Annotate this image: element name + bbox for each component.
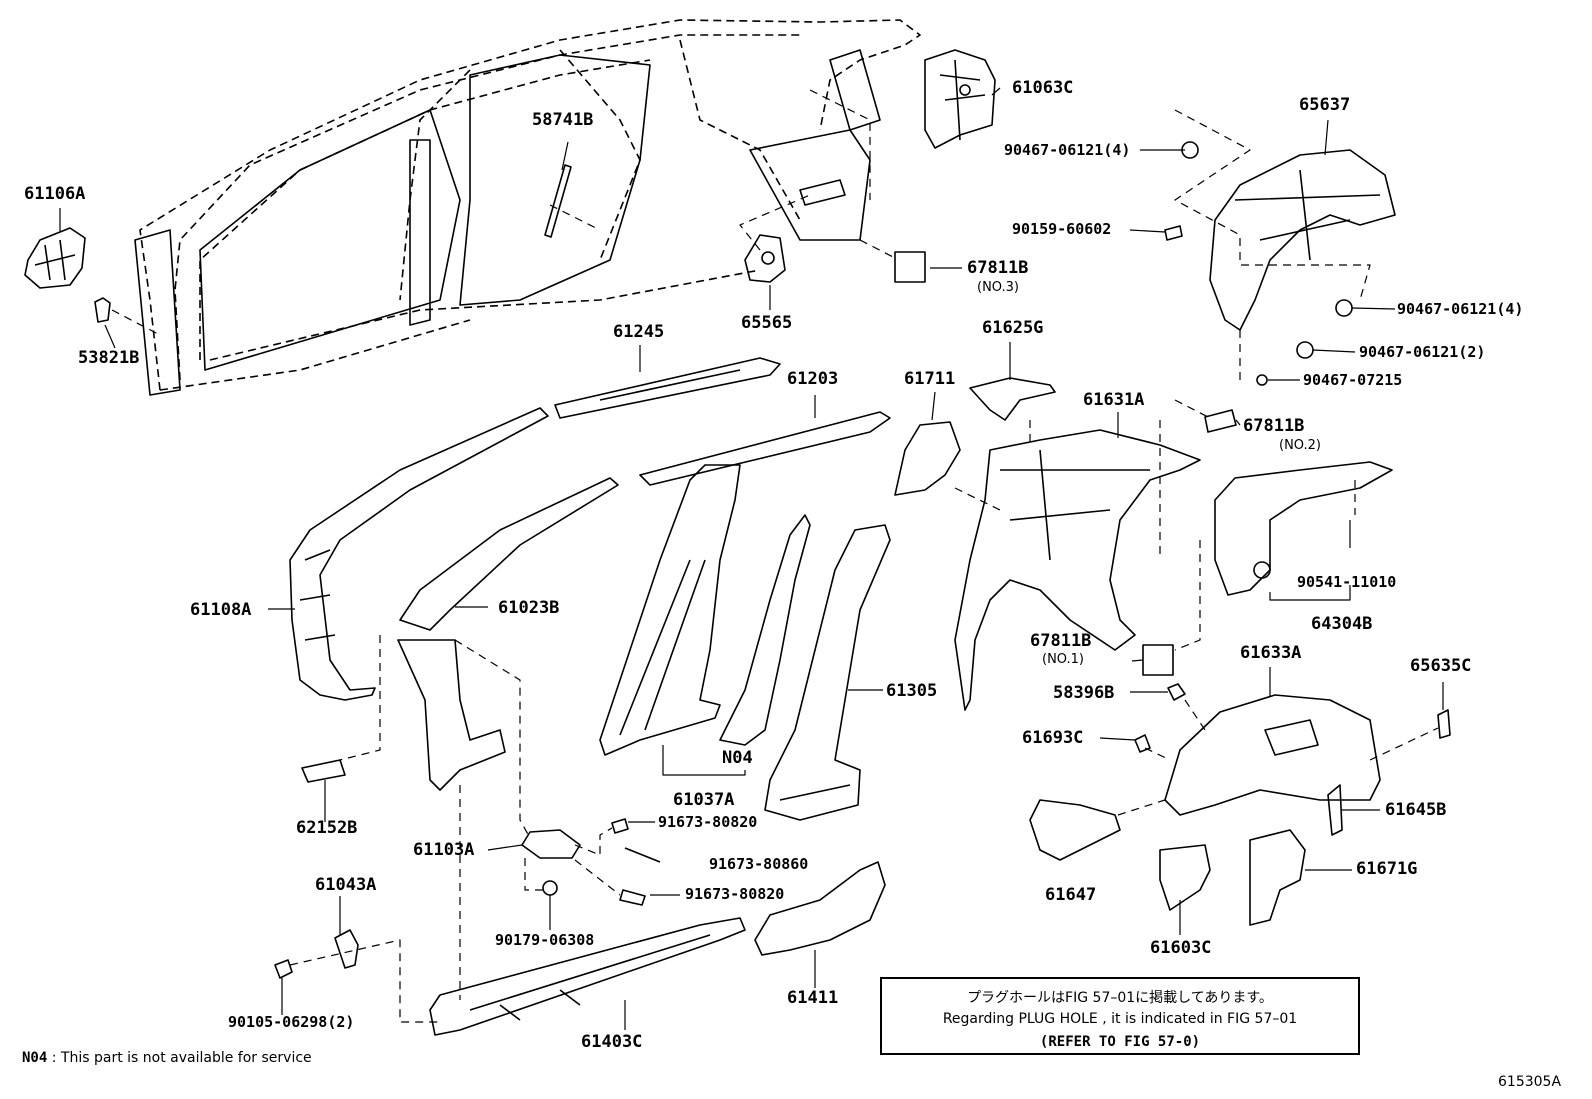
bracket-61043A (274, 929, 359, 979)
label-58741B: 58741B (532, 110, 594, 130)
panel-61603C (1159, 844, 1211, 911)
label-53821B: 53821B (78, 348, 140, 368)
rail-61203 (639, 411, 891, 486)
footnote-code: N04 (22, 1050, 48, 1066)
label-61023B: 61023B (498, 598, 560, 618)
label-61625G: 61625G (982, 318, 1044, 338)
pillar-61108A (289, 407, 549, 701)
label-90541-11010: 90541-11010 (1297, 573, 1397, 591)
label-90467-06121-2: 90467-06121(2) (1359, 343, 1486, 361)
pad-62152B (301, 759, 346, 783)
plug-hole-note-box: プラグホールはFIG 57–01に掲載してあります。 Regarding PLU… (880, 977, 1360, 1055)
label-58396B: 58396B (1053, 683, 1115, 703)
label-62152B: 62152B (296, 818, 358, 838)
footnote: N04 : This part is not available for ser… (22, 1050, 312, 1066)
footnote-text: : This part is not available for service (51, 1050, 312, 1066)
pillar-61305 (764, 524, 891, 821)
label-61037A: 61037A (673, 790, 735, 810)
label-61711: 61711 (904, 369, 956, 389)
sublabel-no2: (NO.2) (1279, 438, 1321, 453)
label-67811B-no1: 67811B (1030, 631, 1092, 651)
label-61108A: 61108A (190, 600, 252, 620)
label-90179-06308: 90179-06308 (495, 931, 595, 949)
pad-67811B-no2 (1204, 409, 1237, 433)
roof-rail-strip (544, 164, 572, 238)
label-61305: 61305 (886, 681, 938, 701)
part-65565 (744, 234, 786, 283)
label-61633A: 61633A (1240, 643, 1302, 663)
label-65637: 65637 (1299, 95, 1351, 115)
bracket-61625G (969, 377, 1056, 421)
note-line-refer: (REFER TO FIG 57-0) (1039, 1034, 1201, 1050)
label-90467-07215: 90467-07215 (1303, 371, 1403, 389)
note-line-english: Regarding PLUG HOLE , it is indicated in… (942, 1011, 1298, 1027)
label-90159-60602: 90159-60602 (1012, 220, 1112, 238)
label-61403C: 61403C (581, 1032, 643, 1052)
liner-61633A (1164, 694, 1381, 816)
liner-65637 (1209, 149, 1396, 331)
panel-61671G (1249, 829, 1306, 926)
label-67811B-no3: 67811B (967, 258, 1029, 278)
pillar-61023B (397, 477, 619, 791)
part-61411 (754, 861, 886, 956)
clip-53821B (94, 297, 111, 323)
bracket-61647 (1029, 799, 1121, 861)
label-61043A: 61043A (315, 875, 377, 895)
small-parts-right (1134, 683, 1451, 836)
label-61063C: 61063C (1012, 78, 1074, 98)
label-90467-06121-4-b: 90467-06121(4) (1397, 300, 1524, 318)
label-61203: 61203 (787, 369, 839, 389)
note-line-japanese: プラグホールはFIG 57–01に掲載してあります。 (967, 990, 1273, 1006)
label-61106A: 61106A (24, 184, 86, 204)
label-61693C: 61693C (1022, 728, 1084, 748)
bracket-61711 (894, 421, 961, 496)
label-91673-80820-b: 91673-80820 (685, 885, 785, 903)
label-91673-80820-a: 91673-80820 (658, 813, 758, 831)
label-90467-06121-4-a: 90467-06121(4) (1004, 141, 1131, 159)
label-64304B: 64304B (1311, 614, 1373, 634)
rocker-61403C (429, 917, 746, 1036)
body-side-openings (134, 49, 881, 396)
panel-61063C (924, 49, 996, 149)
label-67811B-no2: 67811B (1243, 416, 1305, 436)
label-N04: N04 (722, 748, 753, 768)
dashed-connectors (111, 89, 1439, 1023)
label-91673-80860: 91673-80860 (709, 855, 809, 873)
pad-67811B-no3 (894, 251, 926, 283)
label-65635C: 65635C (1410, 656, 1472, 676)
label-61671G: 61671G (1356, 859, 1418, 879)
pad-67811B-no1 (1142, 644, 1174, 676)
pillar-N04 (719, 514, 811, 746)
figure-number: 615305A (1498, 1074, 1562, 1090)
fasteners-top-right (1164, 141, 1353, 386)
pillar-61037A (599, 464, 741, 756)
label-61645B: 61645B (1385, 800, 1447, 820)
sublabel-no1: (NO.1) (1042, 652, 1084, 667)
bracket-61106A (24, 227, 86, 289)
label-61631A: 61631A (1083, 390, 1145, 410)
label-61245: 61245 (613, 322, 665, 342)
label-90105-06298-2: 90105-06298(2) (228, 1013, 355, 1031)
support-64304B (1214, 461, 1393, 596)
rail-61245 (554, 357, 781, 419)
label-61411: 61411 (787, 988, 839, 1008)
hinge-61103A (521, 829, 581, 859)
label-61603C: 61603C (1150, 938, 1212, 958)
sublabel-no3: (NO.3) (977, 280, 1019, 295)
label-61103A: 61103A (413, 840, 475, 860)
leader-lines (59, 87, 1444, 1030)
bolts-center (542, 818, 661, 906)
quarter-panel-61631A (954, 429, 1201, 711)
label-65565: 65565 (741, 313, 793, 333)
label-61647: 61647 (1045, 885, 1097, 905)
